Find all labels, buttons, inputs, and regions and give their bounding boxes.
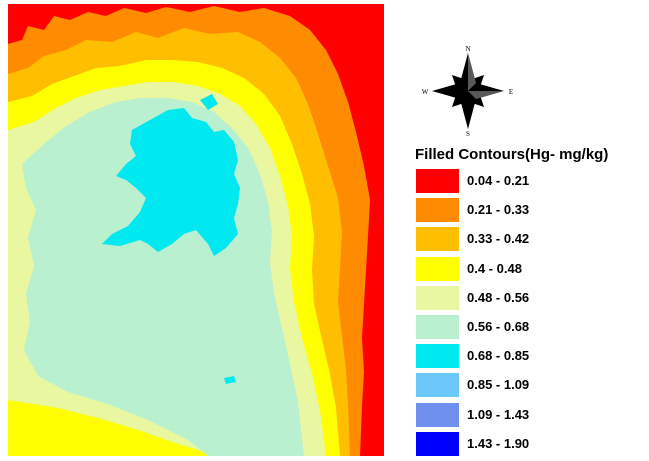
contour-map	[8, 4, 384, 456]
legend-swatch	[416, 256, 459, 281]
legend-label: 1.43 - 1.90	[467, 435, 530, 451]
compass-rose-icon	[432, 53, 504, 129]
legend-title: Filled Contours(Hg- mg/kg)	[415, 146, 609, 163]
legend-swatch	[416, 169, 459, 193]
compass-n-label: N	[465, 45, 470, 53]
contour-zone-0-68-0-85	[102, 108, 240, 256]
legend-swatch	[416, 227, 459, 252]
legend-label: 0.04 - 0.21	[467, 173, 530, 188]
north-arrow-icon: N S E W	[422, 45, 513, 137]
legend-label: 0.85 - 1.09	[467, 377, 530, 393]
legend-swatch	[416, 285, 459, 310]
legend-label: 0.33 - 0.42	[467, 231, 530, 247]
contour-zone-0-68-0-85-dot	[224, 376, 236, 384]
legend-swatch	[416, 198, 459, 223]
compass-s-label: S	[466, 130, 470, 137]
legend-label: 1.09 - 1.43	[467, 406, 530, 422]
legend-swatch	[416, 402, 459, 427]
legend-swatch	[416, 344, 459, 369]
legend-label: 0.4 - 0.48	[467, 260, 522, 276]
legend-swatch	[416, 431, 459, 456]
contour-zone-0-68-0-85-small	[200, 94, 218, 110]
compass-w-label: W	[422, 88, 429, 96]
legend-label: 0.21 - 0.33	[467, 202, 530, 218]
legend-swatch	[416, 314, 459, 339]
legend-label: 0.68 - 0.85	[467, 348, 530, 364]
legend-swatch	[416, 373, 459, 398]
legend-label: 0.48 - 0.56	[467, 289, 530, 305]
compass-e-label: E	[509, 88, 513, 96]
legend-label: 0.56 - 0.68	[467, 318, 530, 334]
